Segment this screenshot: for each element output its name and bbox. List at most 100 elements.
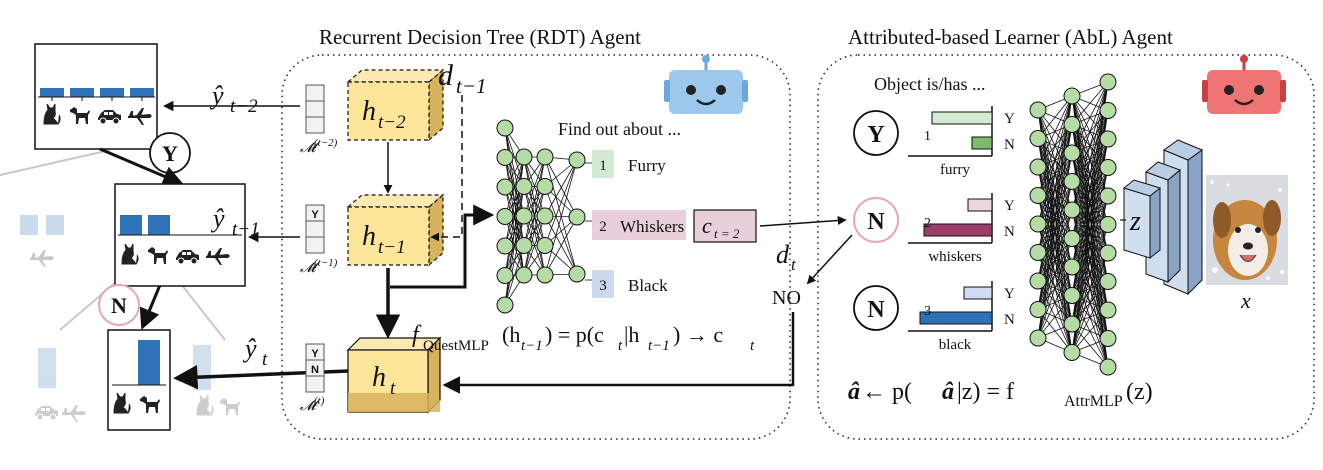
network-edge bbox=[544, 159, 578, 276]
network-node bbox=[1029, 158, 1047, 176]
abl-title: Attributed-based Learner (AbL) Agent bbox=[848, 25, 1173, 49]
network-node bbox=[515, 237, 533, 254]
network-node bbox=[496, 296, 514, 314]
svg-text:Y: Y bbox=[311, 348, 319, 360]
faded-sibling-node bbox=[20, 215, 64, 267]
network-node bbox=[1099, 187, 1117, 205]
network-node bbox=[1029, 215, 1047, 233]
network-node bbox=[536, 237, 554, 254]
svg-text:Y: Y bbox=[311, 209, 319, 221]
svg-text:t: t bbox=[791, 255, 797, 274]
attrmlp-network bbox=[1029, 73, 1117, 376]
network-edge bbox=[1071, 81, 1109, 296]
ct-box: c t = 2 bbox=[693, 209, 757, 243]
network-edge bbox=[1037, 209, 1073, 339]
attr-number: 1 bbox=[924, 129, 931, 144]
attr-no-label: N bbox=[1004, 312, 1015, 328]
network-edge bbox=[544, 216, 578, 276]
svg-text:d: d bbox=[776, 240, 790, 269]
svg-text:â: â bbox=[848, 379, 860, 405]
svg-text:t = 2: t = 2 bbox=[714, 226, 740, 241]
svg-text:h: h bbox=[362, 96, 376, 127]
svg-text:𝓜: 𝓜 bbox=[300, 399, 320, 414]
svg-text:2: 2 bbox=[599, 219, 607, 235]
network-node bbox=[1099, 244, 1117, 262]
find-out-label: Find out about ... bbox=[558, 119, 681, 139]
network-edge bbox=[523, 215, 546, 276]
network-edge bbox=[523, 156, 546, 246]
network-node bbox=[1063, 201, 1081, 219]
svg-text:QuestMLP: QuestMLP bbox=[423, 338, 489, 354]
svg-text:t−1: t−1 bbox=[521, 338, 543, 354]
memory-stack-t1: Y 𝓜 (t−1) bbox=[300, 204, 338, 276]
abl-header: Object is/has ... bbox=[874, 74, 985, 94]
dog-photo bbox=[1206, 175, 1288, 285]
network-node bbox=[496, 237, 514, 255]
network-edge bbox=[1037, 238, 1073, 339]
z-encoder: z bbox=[1122, 139, 1204, 296]
attrmlp-formula: â ← p( â |z) = f AttrMLP (z) bbox=[848, 379, 1153, 410]
network-edge bbox=[1071, 224, 1109, 353]
arrow-ct-to-abl bbox=[759, 216, 847, 227]
svg-text:ŷ: ŷ bbox=[210, 204, 225, 233]
attr-name: black bbox=[939, 337, 972, 353]
svg-text:h: h bbox=[372, 362, 386, 393]
network-node bbox=[1029, 187, 1047, 204]
attr-name: whiskers bbox=[928, 249, 981, 265]
network-edge bbox=[1071, 138, 1109, 353]
network-edge bbox=[504, 245, 525, 306]
network-node bbox=[1029, 130, 1047, 147]
decision-y-label: Y bbox=[162, 141, 178, 166]
network-edge bbox=[544, 159, 578, 246]
svg-text:𝓜: 𝓜 bbox=[300, 261, 320, 276]
answer-circle-2-label: N bbox=[867, 209, 885, 235]
svg-text:) → c: ) → c bbox=[673, 322, 723, 347]
network-node bbox=[515, 178, 533, 195]
arrow-h-to-questmlp bbox=[390, 204, 495, 289]
answer-circle-2 bbox=[853, 197, 899, 243]
svg-text:(h: (h bbox=[502, 322, 520, 347]
network-edge bbox=[1037, 295, 1073, 339]
network-node bbox=[1063, 116, 1081, 133]
svg-text:𝓜: 𝓜 bbox=[300, 141, 320, 156]
network-edge bbox=[1037, 266, 1073, 339]
network-node bbox=[515, 266, 533, 284]
network-edge bbox=[544, 156, 578, 218]
network-edge bbox=[1037, 95, 1073, 310]
decision-n-label: N bbox=[111, 293, 127, 318]
d-prev-label: d t−1 bbox=[438, 59, 487, 98]
svg-text:t: t bbox=[390, 378, 396, 399]
attr-bar-yes bbox=[963, 286, 993, 300]
network-edge bbox=[544, 156, 578, 275]
network-edge bbox=[544, 186, 578, 275]
network-node bbox=[568, 265, 586, 283]
attr-number: 2 bbox=[924, 216, 931, 231]
network-edge bbox=[1071, 81, 1109, 182]
svg-text:t: t bbox=[262, 349, 268, 370]
svg-text:t: t bbox=[750, 338, 755, 354]
network-node bbox=[536, 148, 554, 166]
network-edge bbox=[504, 215, 525, 306]
svg-text:z: z bbox=[1129, 206, 1141, 237]
network-node bbox=[1029, 244, 1047, 261]
network-node bbox=[536, 266, 554, 284]
attr-bar-no bbox=[919, 311, 993, 325]
network-edge bbox=[504, 156, 525, 276]
robot-blue-icon bbox=[664, 55, 748, 114]
hidden-cube-t1: h t−1 bbox=[346, 193, 445, 267]
network-edge bbox=[1037, 95, 1073, 196]
tree-edges bbox=[99, 147, 184, 330]
network-node bbox=[1029, 272, 1047, 290]
no-answer-label: NO bbox=[772, 287, 801, 309]
memory-stack-t: Y N 𝓜 (t) bbox=[300, 343, 325, 414]
network-node bbox=[1099, 73, 1117, 91]
svg-text:N: N bbox=[311, 364, 319, 376]
svg-text:|z) = f: |z) = f bbox=[957, 379, 1014, 405]
network-edge bbox=[504, 156, 525, 217]
decision-circle-n bbox=[98, 284, 140, 326]
network-node bbox=[1099, 358, 1117, 376]
network-node bbox=[1063, 87, 1081, 105]
svg-text:d: d bbox=[438, 59, 454, 92]
svg-text:1: 1 bbox=[599, 158, 607, 174]
